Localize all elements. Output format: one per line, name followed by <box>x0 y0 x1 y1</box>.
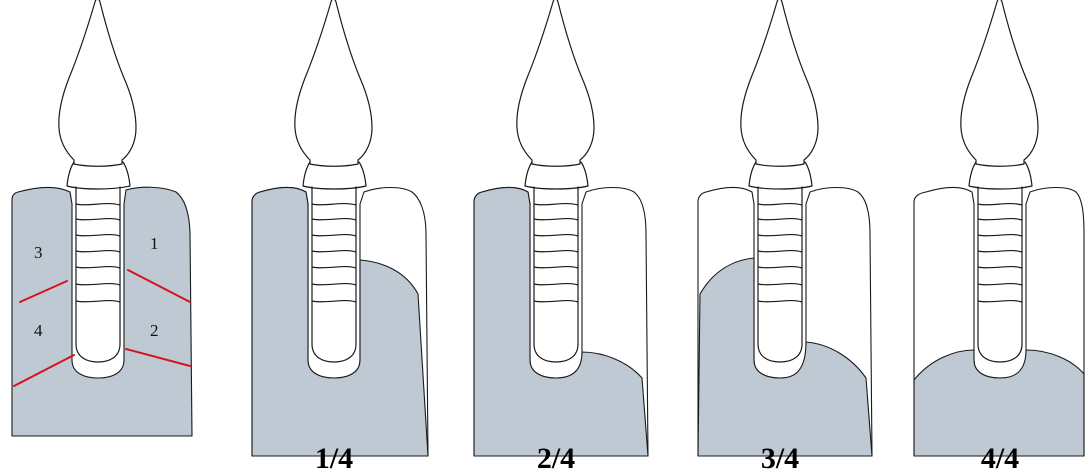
panel-zones-legend: 3 1 4 2 <box>12 0 192 436</box>
zone-label-1: 1 <box>150 234 159 253</box>
bone-remaining <box>914 350 1084 456</box>
panel-1-of-4: 1/4 <box>252 0 428 475</box>
zone-label-3: 3 <box>34 243 43 262</box>
panel-caption: 4/4 <box>981 442 1019 475</box>
panel-caption: 1/4 <box>315 442 353 475</box>
bone-full <box>12 187 192 436</box>
panel-3-of-4: 3/4 <box>698 0 872 475</box>
panel-caption: 2/4 <box>537 442 575 475</box>
panel-caption: 3/4 <box>761 442 799 475</box>
panel-2-of-4: 2/4 <box>474 0 648 475</box>
zone-label-2: 2 <box>150 321 159 340</box>
panel-4-of-4: 4/4 <box>914 0 1084 475</box>
zone-label-4: 4 <box>34 321 43 340</box>
